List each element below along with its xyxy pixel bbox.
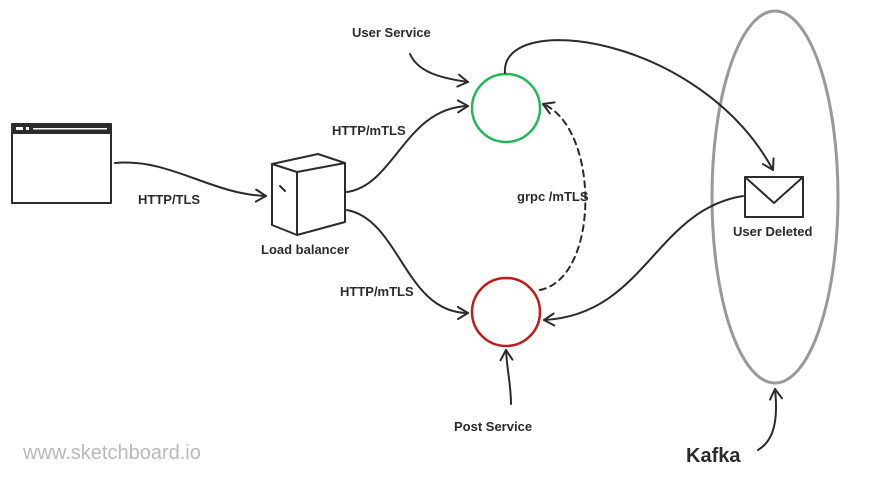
http-tls-label: HTTP/TLS — [138, 192, 200, 207]
browser-window-icon — [11, 123, 112, 204]
watermark: www.sketchboard.io — [22, 442, 201, 464]
http-mtls-top-label: HTTP/mTLS — [332, 123, 406, 138]
kafka-label-arrow — [757, 388, 783, 451]
envelope-icon — [744, 176, 804, 218]
user-service-label-arrow — [409, 53, 469, 88]
http-mtls-bottom-label: HTTP/mTLS — [340, 284, 414, 299]
post-service-node — [470, 276, 542, 348]
user-service-to-kafka-arrow — [503, 39, 775, 171]
user-deleted-label: User Deleted — [733, 224, 813, 239]
load-balancer-icon — [271, 153, 346, 236]
kafka-topic-ellipse — [710, 9, 840, 385]
grpc-dashed-arrow — [539, 101, 587, 291]
user-service-node — [470, 72, 542, 144]
grpc-mtls-label: grpc /mTLS — [517, 189, 589, 204]
lb-to-user-service-arrow — [346, 99, 469, 193]
client-to-lb-arrow — [114, 161, 267, 203]
load-balancer-label: Load balancer — [261, 242, 349, 257]
post-service-label-arrow — [499, 349, 514, 405]
kafka-label: Kafka — [686, 445, 741, 467]
lb-to-post-service-arrow — [346, 209, 469, 320]
post-service-label: Post Service — [454, 419, 532, 434]
kafka-to-post-service-arrow — [543, 195, 744, 327]
user-service-label: User Service — [352, 25, 431, 40]
